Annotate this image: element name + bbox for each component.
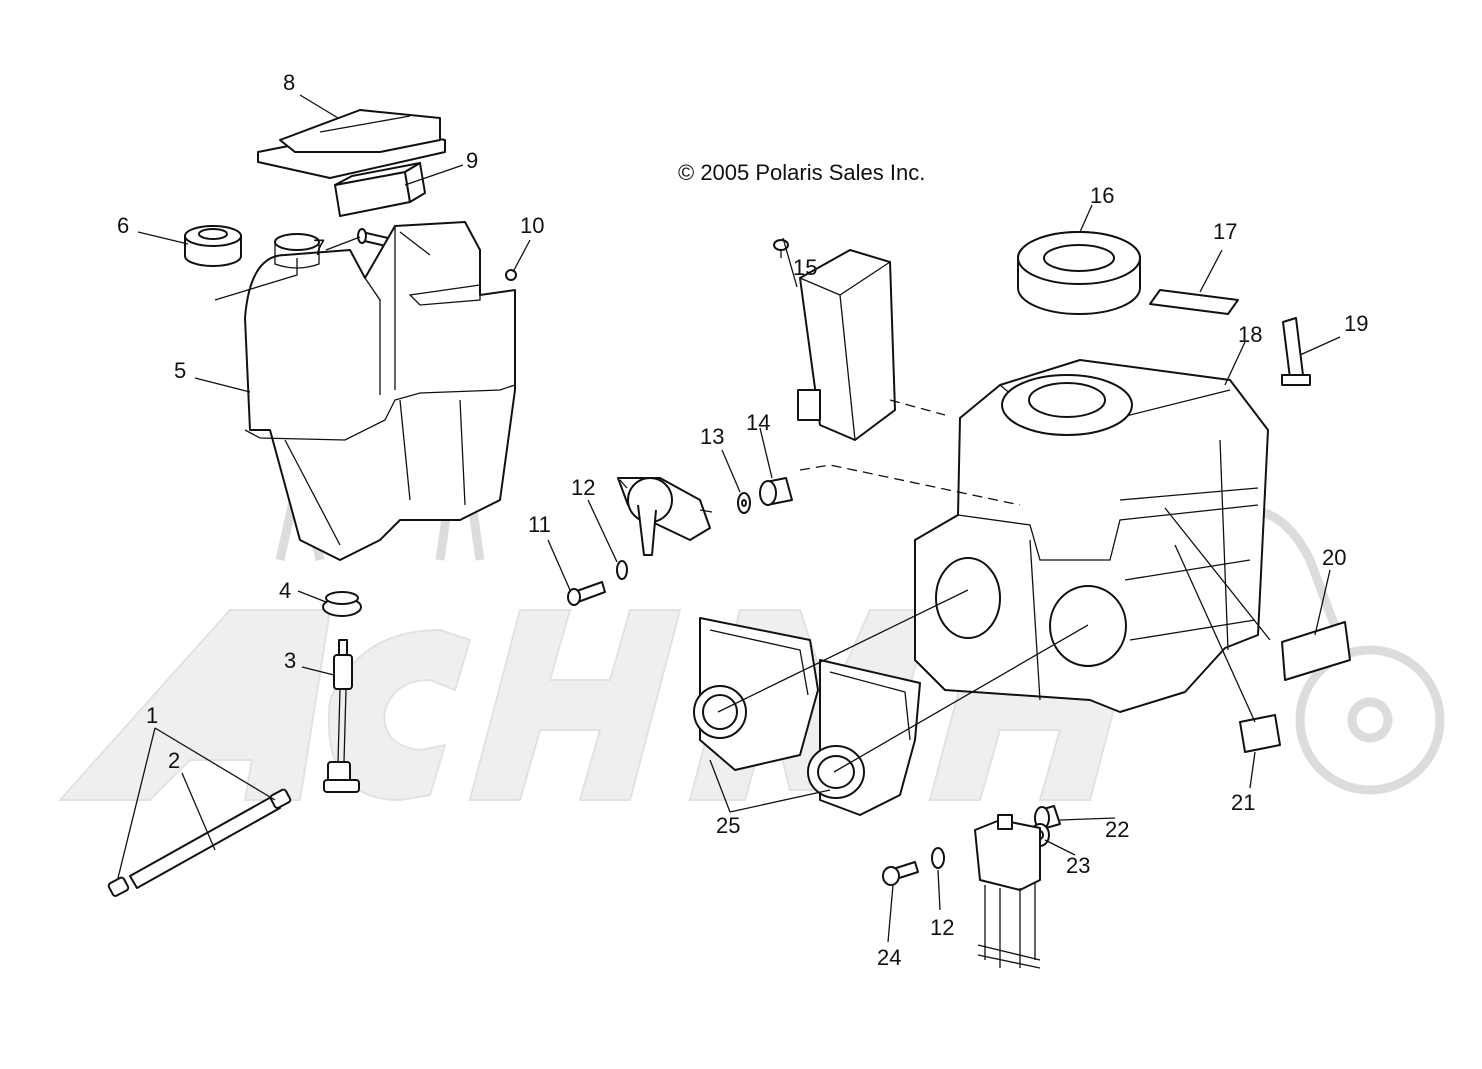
callout-23: 23 (1066, 853, 1090, 878)
callout-25: 25 (716, 813, 740, 838)
callout-7: 7 (313, 235, 325, 260)
callout-4: 4 (279, 578, 291, 603)
part-12-washer-lower (931, 847, 945, 869)
part-6-cap (184, 225, 242, 267)
ignition-coil (974, 814, 1041, 969)
copyright-text: © 2005 Polaris Sales Inc. (678, 160, 925, 185)
part-24-bolt (882, 861, 919, 886)
assembly-dash-lines (799, 399, 1021, 506)
part-7-bolt (357, 228, 389, 247)
callout-12-lower: 12 (930, 915, 954, 940)
part-2-hose (129, 795, 281, 889)
callout-24: 24 (877, 945, 901, 970)
callout-labels: 8 9 6 7 10 5 4 3 1 2 11 12 13 14 15 16 1… (117, 70, 1368, 970)
callout-15: 15 (793, 255, 817, 280)
callout-13: 13 (700, 424, 724, 449)
callout-3: 3 (284, 648, 296, 673)
callout-14: 14 (746, 410, 770, 435)
part-1-sleeve-right (269, 788, 292, 809)
callout-2: 2 (168, 748, 180, 773)
callout-16: 16 (1090, 183, 1114, 208)
part-17-decal (1149, 289, 1239, 315)
part-14-grommet (759, 477, 793, 506)
callout-17: 17 (1213, 219, 1237, 244)
callout-12-upper: 12 (571, 475, 595, 500)
callout-6: 6 (117, 213, 129, 238)
callout-20: 20 (1322, 545, 1346, 570)
part-8-cover (257, 109, 446, 179)
valve-assembly (617, 477, 713, 556)
callout-8: 8 (283, 70, 295, 95)
leader-lines (117, 94, 1341, 943)
callout-1: 1 (146, 703, 158, 728)
part-12-washer-upper (616, 560, 628, 580)
part-25-boot-right (807, 659, 921, 816)
callout-5: 5 (174, 358, 186, 383)
part-11-bolt (567, 581, 606, 606)
callout-22: 22 (1105, 817, 1129, 842)
part-5-oil-tank (244, 221, 516, 561)
callout-21: 21 (1231, 790, 1255, 815)
part-19-clip (1281, 317, 1311, 386)
callout-10: 10 (520, 213, 544, 238)
part-21-decal (1239, 714, 1281, 753)
callout-19: 19 (1344, 311, 1368, 336)
cdi-module (797, 249, 896, 441)
part-9-foam-block (334, 162, 426, 217)
part-3-sender (323, 639, 360, 793)
part-4-grommet (322, 591, 362, 617)
part-10-nut (505, 269, 517, 281)
part-13-washer (737, 492, 751, 514)
part-16-filter-ring (1017, 231, 1141, 315)
part-18-airbox (914, 359, 1269, 713)
part-1-sleeve-left (107, 876, 130, 897)
part-25-boot-left (693, 617, 819, 771)
part-20-decal (1281, 621, 1351, 681)
callout-18: 18 (1238, 322, 1262, 347)
callout-9: 9 (466, 148, 478, 173)
callout-11: 11 (528, 512, 551, 537)
